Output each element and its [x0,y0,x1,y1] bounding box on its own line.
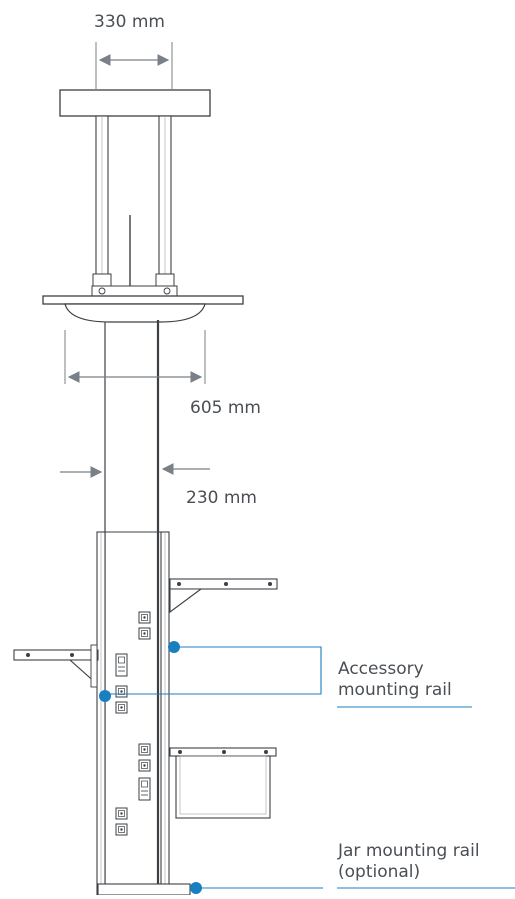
accessory-rail-callout: Accessory mounting rail [338,659,452,701]
accessory-rail-marker-left [99,690,111,702]
dimension-label-605: 605 mm [190,398,261,418]
jar-rail-leader [190,882,515,894]
column-base [97,883,191,896]
dimension-plate-width [64,330,206,384]
jar-rail-callout: Jar mounting rail (optional) [338,841,480,883]
jar-rail-callout-line1: Jar mounting rail [338,841,480,861]
accessory-rail-marker-right [168,641,180,653]
accessory-rail-callout-line2: mounting rail [338,680,452,700]
power-socket [138,743,151,756]
left-shelf [13,644,99,688]
accessory-rail-callout-line1: Accessory [338,659,424,679]
power-socket [115,823,128,836]
socket-panel [115,611,151,836]
power-socket [115,807,128,820]
power-socket [138,611,151,624]
dimension-label-230: 230 mm [186,488,257,508]
dimension-column-width [60,463,210,478]
gas-outlet [115,653,128,677]
jar-rail-marker [190,882,202,894]
column [104,320,165,895]
basket [169,747,277,819]
right-shelf [169,578,278,614]
dimension-label-330: 330 mm [94,12,165,32]
power-socket [115,701,128,714]
power-socket [115,685,128,698]
accessory-rail-leader [99,641,472,708]
suspension-tubes [91,115,178,297]
power-socket [138,759,151,772]
dimension-top-width [95,42,173,90]
top-plate [42,295,244,323]
ceiling-plate [59,89,211,117]
jar-rail-callout-line2: (optional) [338,862,421,882]
gas-outlet [138,777,151,801]
power-socket [138,627,151,640]
